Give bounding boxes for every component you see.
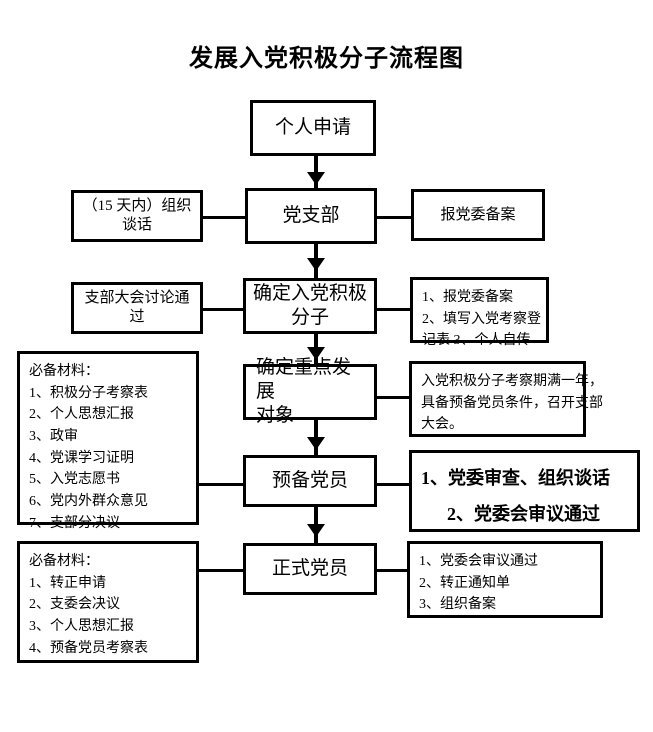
box-talk-15-days[interactable]: （15 天内）组织谈话 <box>71 190 203 242</box>
list-item: 3、个人思想汇报 <box>29 619 134 635</box>
list-item: 1、报党委备案 <box>422 290 513 305</box>
list-item: 4、党课学习证明 <box>29 450 134 466</box>
page-title: 发展入党积极分子流程图 <box>189 46 464 72</box>
arrowhead-target-to-probationary <box>307 437 325 450</box>
box-text: 必备材料： 1、转正申请 2、支委会决议 3、个人思想汇报 4、预备党员考察表 <box>20 544 196 659</box>
node-probationary-member[interactable]: 预备党员 <box>243 455 377 507</box>
list-item: 5、入党志愿书 <box>29 472 120 488</box>
list-item: 3、政审 <box>29 429 78 445</box>
node-confirm-activist[interactable]: 确定入党积极分子 <box>243 278 377 334</box>
list-item: 1、转正申请 <box>29 575 106 591</box>
box-required-materials-1[interactable]: 必备材料： 1、积极分子考察表 2、个人思想汇报 3、政审 4、党课学习证明 5… <box>17 351 199 531</box>
box-text: 1、党委审查、组织谈话 2、党委会审议通过 <box>412 453 637 532</box>
node-label: 确定入党积极分子 <box>246 282 374 330</box>
connector-meeting-to-activist <box>202 308 250 311</box>
node-label: 预备党员 <box>271 470 348 492</box>
line-2: 谈话 <box>121 217 152 233</box>
list-item: 1、党委会审议通过 <box>419 554 538 569</box>
list-item: 2、个人思想汇报 <box>29 407 134 423</box>
line-1: 支部大会讨论通 <box>84 290 190 307</box>
connector-materials2-to-full <box>196 569 250 572</box>
box-required-materials-2[interactable]: 必备材料： 1、转正申请 2、支委会决议 3、个人思想汇报 4、预备党员考察表 <box>17 541 199 663</box>
box-branch-meeting-discussion[interactable]: 支部大会讨论通过 <box>71 282 203 334</box>
line-2: 过 <box>129 309 145 325</box>
node-full-member[interactable]: 正式党员 <box>243 543 377 595</box>
list-item: 2、转正通知单 <box>419 575 510 591</box>
box-one-year-inspection-note[interactable]: 入党积极分子考察期满一年， 具备预备党员条件，召开支部 大会。 <box>409 361 603 437</box>
box-committee-review-steps[interactable]: 1、党委审查、组织谈话 2、党委会审议通过 <box>409 450 640 532</box>
connector-talk-to-branch <box>200 216 250 219</box>
list-item: 2、党委会审议通过 <box>447 504 600 524</box>
node-label: 确定重点发展对象 <box>246 356 374 427</box>
box-text: （15 天内）组织谈话 <box>74 197 200 235</box>
list-heading: 必备材料： <box>29 364 99 379</box>
list-item: 3、组织备案 <box>419 597 496 613</box>
node-label: 正式党员 <box>271 558 348 580</box>
line-1: （15 天内）组织 <box>82 198 192 215</box>
list-heading: 必备材料： <box>29 554 99 569</box>
arrowhead-branch-to-activist <box>307 258 325 271</box>
arrowhead-probationary-to-full <box>307 524 325 537</box>
box-text: 入党积极分子考察期满一年， 具备预备党员条件，召开支部 大会。 <box>412 364 603 436</box>
node-label-line2: 对象 <box>256 404 295 426</box>
note-line: 入党积极分子考察期满一年， <box>421 374 603 389</box>
note-line: 大会。 <box>421 417 463 433</box>
box-text: 1、报党委备案 2、填写入党考察登 记表 3、个人自传 <box>413 280 549 352</box>
connector-probationary-to-review <box>374 483 410 486</box>
box-text: 必备材料： 1、积极分子考察表 2、个人思想汇报 3、政审 4、党课学习证明 5… <box>20 354 196 535</box>
box-activist-filing-steps[interactable]: 1、报党委备案 2、填写入党考察登 记表 3、个人自传 <box>410 277 549 348</box>
list-item: 4、预备党员考察表 <box>29 640 148 656</box>
node-personal-application[interactable]: 个人申请 <box>250 100 376 156</box>
box-text: 报党委备案 <box>440 206 516 223</box>
connector-activist-to-filing <box>374 308 412 311</box>
note-line: 具备预备党员条件，召开支部 <box>421 395 603 411</box>
list-item: 2、支委会决议 <box>29 597 120 613</box>
node-label-line1: 确定入党积极 <box>252 283 367 305</box>
arrowhead-application-to-branch <box>307 172 325 185</box>
node-label-line1: 确定重点发展 <box>256 357 352 403</box>
list-item: 1、积极分子考察表 <box>29 385 148 401</box>
box-text: 1、党委会审议通过 2、转正通知单 3、组织备案 <box>410 544 600 616</box>
connector-target-to-note <box>374 396 410 399</box>
node-label: 个人申请 <box>274 117 351 139</box>
list-item: 7、支部分决议 <box>29 515 120 531</box>
connector-branch-to-report <box>374 216 412 219</box>
node-confirm-key-target[interactable]: 确定重点发展对象 <box>243 357 377 426</box>
box-text: 支部大会讨论通过 <box>74 289 200 327</box>
list-item: 1、党委审查、组织谈话 <box>421 468 610 488</box>
list-item: 6、党内外群众意见 <box>29 494 148 510</box>
node-label-line2: 分子 <box>290 307 329 328</box>
node-label: 党支部 <box>282 205 340 227</box>
connector-full-to-steps <box>374 569 408 572</box>
list-item: 2、填写入党考察登 <box>422 311 541 327</box>
list-item: 记表 3、个人自传 <box>422 333 531 349</box>
arrowhead-activist-to-target <box>307 347 325 360</box>
node-party-branch[interactable]: 党支部 <box>245 188 377 244</box>
box-report-to-committee[interactable]: 报党委备案 <box>411 189 545 241</box>
connector-materials1-to-probationary <box>196 483 250 486</box>
box-full-member-steps[interactable]: 1、党委会审议通过 2、转正通知单 3、组织备案 <box>407 541 603 618</box>
